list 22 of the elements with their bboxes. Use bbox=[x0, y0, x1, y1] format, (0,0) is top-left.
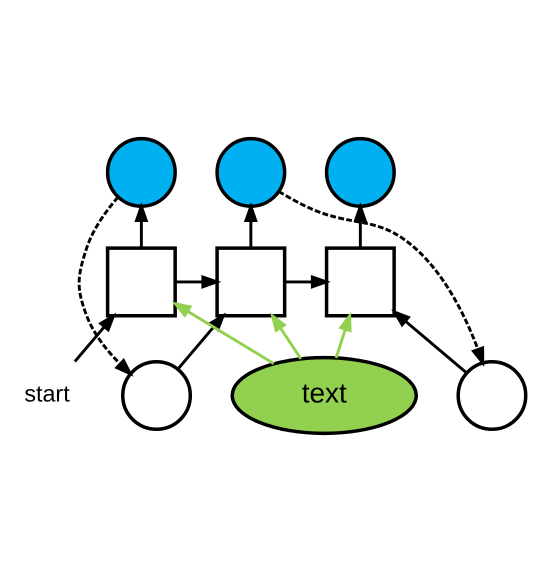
arrow bbox=[270, 312, 302, 360]
node-circle bbox=[106, 136, 177, 208]
node-circle bbox=[121, 359, 192, 431]
arrow bbox=[78, 196, 134, 376]
arrow bbox=[172, 301, 275, 364]
arrow bbox=[334, 311, 352, 358]
node-circle bbox=[324, 136, 396, 208]
arrow bbox=[134, 202, 148, 248]
arrow bbox=[353, 202, 368, 248]
node-box bbox=[106, 246, 177, 317]
node-text: start bbox=[24, 380, 70, 406]
node-box bbox=[324, 246, 396, 317]
node-box bbox=[215, 246, 286, 317]
node-ellipse: text bbox=[230, 355, 418, 435]
arrow bbox=[284, 274, 331, 288]
arrow bbox=[74, 312, 116, 362]
node-circle bbox=[215, 136, 286, 208]
arrow bbox=[244, 202, 258, 248]
arrow bbox=[278, 190, 484, 366]
arrow bbox=[175, 274, 222, 288]
node-circle bbox=[456, 359, 528, 431]
arrow bbox=[391, 308, 468, 374]
